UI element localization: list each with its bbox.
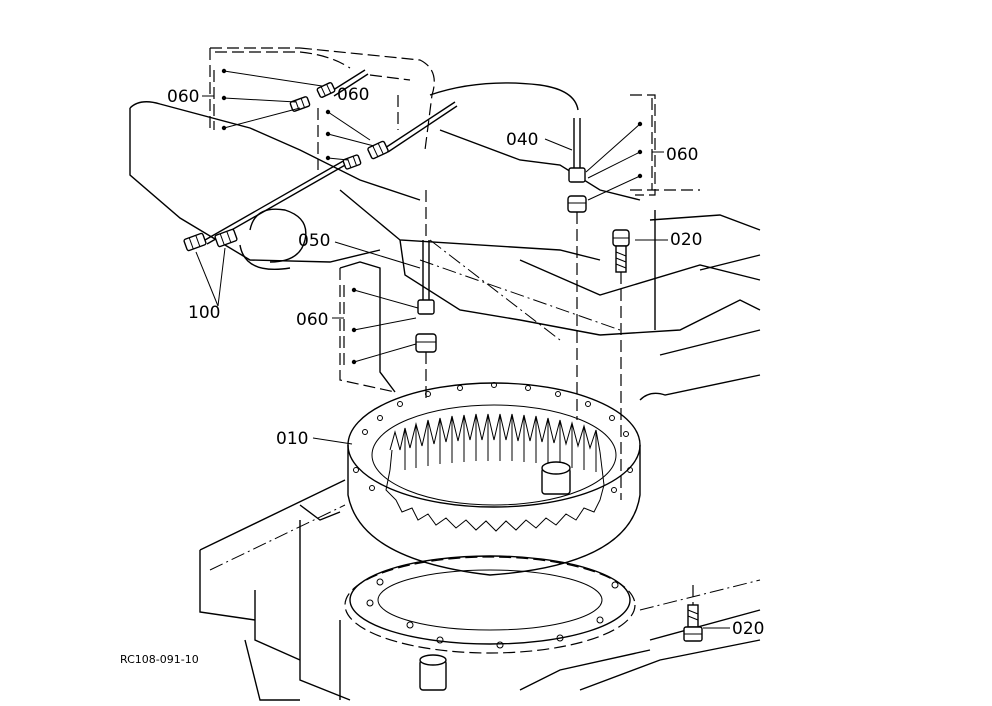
reference-code: RC108-091-10	[120, 653, 199, 666]
grease-pipes	[204, 69, 581, 300]
callout-100: 100	[188, 303, 220, 323]
grease-fitting-icon	[183, 82, 587, 353]
callout-050: 050	[298, 231, 330, 251]
callout-060-top-mid: 060	[337, 85, 369, 105]
callout-060-right: 060	[666, 145, 698, 165]
swivel-bearing-ring-icon	[347, 382, 641, 576]
leader-lines	[195, 138, 730, 629]
callout-040: 040	[506, 130, 538, 150]
bolt-icon	[612, 229, 703, 642]
assembly-lines	[425, 190, 694, 605]
leader-brackets	[202, 68, 664, 370]
mounting-flange	[344, 555, 636, 691]
callout-060-mid: 060	[296, 310, 328, 330]
callout-060-top-left: 060	[167, 87, 199, 107]
callout-020-upper: 020	[670, 230, 702, 250]
callout-010: 010	[276, 429, 308, 449]
callout-020-lower: 020	[732, 619, 764, 639]
